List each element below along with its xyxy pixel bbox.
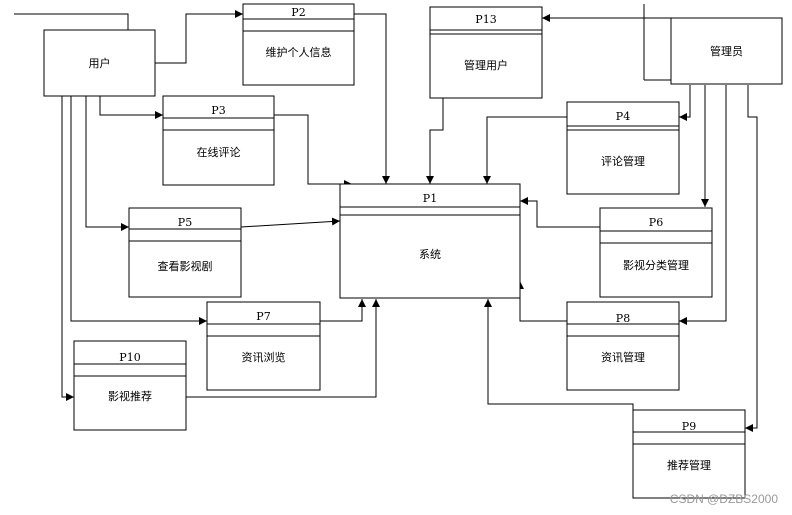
process-p8-label: 资讯管理 <box>601 350 645 364</box>
flow-user-p3 <box>99 96 163 119</box>
flow-p7-p1 <box>320 299 366 322</box>
process-p8-id: P8 <box>616 312 630 325</box>
entity-corner-lines <box>14 4 672 81</box>
process-p4-id: P4 <box>616 110 630 123</box>
flow-p8-p1 <box>516 281 567 322</box>
process-p8: P8 资讯管理 <box>566 301 680 391</box>
flow-admin-p8 <box>679 85 727 325</box>
process-p13-label: 管理用户 <box>464 58 508 72</box>
process-p2: P2 维护个人信息 <box>242 3 355 86</box>
process-p2-label: 维护个人信息 <box>266 45 332 59</box>
flow-user-p10 <box>61 96 74 401</box>
process-p9-label: 推荐管理 <box>667 458 711 472</box>
flow-user-p5 <box>85 96 129 231</box>
process-p3-id: P3 <box>211 104 225 117</box>
process-p2-id: P2 <box>291 6 305 19</box>
process-p3: P3 在线评论 <box>162 95 275 186</box>
process-p6-id: P6 <box>649 216 663 229</box>
flow-p3-p1 <box>274 114 352 188</box>
watermark: CSDN @DZBS2000 <box>670 492 779 506</box>
process-p10-id: P10 <box>119 351 140 364</box>
flow-p2-p1 <box>354 13 390 184</box>
process-p9: P9 推荐管理 <box>632 409 746 499</box>
process-p4-label: 评论管理 <box>601 154 645 168</box>
process-p5-label: 查看影视剧 <box>158 259 213 273</box>
process-p4: P4 评论管理 <box>566 101 680 195</box>
process-p9-id: P9 <box>682 420 696 433</box>
flow-admin-p9 <box>745 85 758 432</box>
process-p1: P1 系统 <box>339 183 521 299</box>
flow-p13-p1 <box>426 98 444 184</box>
process-p3-label: 在线评论 <box>197 145 241 159</box>
flow-p10-p1 <box>186 299 380 398</box>
process-p7-label: 资讯浏览 <box>242 350 286 364</box>
process-p5-id: P5 <box>178 216 192 229</box>
flow-user-p2 <box>155 10 243 64</box>
process-p5: P5 查看影视剧 <box>128 207 242 298</box>
process-p13-id: P13 <box>475 13 496 26</box>
process-p10-label: 影视推荐 <box>108 389 152 403</box>
process-p6-label: 影视分类管理 <box>623 258 689 272</box>
process-p6: P6 影视分类管理 <box>599 207 713 298</box>
process-p7-id: P7 <box>256 310 270 323</box>
entity-user-label: 用户 <box>89 56 111 70</box>
flow-p4-p1 <box>483 116 567 184</box>
entity-user: 用户 <box>43 29 156 97</box>
process-p10: P10 影视推荐 <box>73 340 187 431</box>
process-p1-label: 系统 <box>419 248 441 261</box>
flow-p5-p1 <box>240 217 341 228</box>
process-p1-id: P1 <box>423 192 437 205</box>
data-flows <box>61 10 758 432</box>
flow-user-p7 <box>70 96 207 325</box>
process-p7: P7 资讯浏览 <box>206 301 321 391</box>
entity-admin: 管理员 <box>670 17 783 85</box>
flow-admin-p4 <box>679 85 691 121</box>
process-p13: P13 管理用户 <box>429 6 543 99</box>
entity-admin-label: 管理员 <box>710 44 743 58</box>
flow-p6-p1 <box>520 197 600 228</box>
